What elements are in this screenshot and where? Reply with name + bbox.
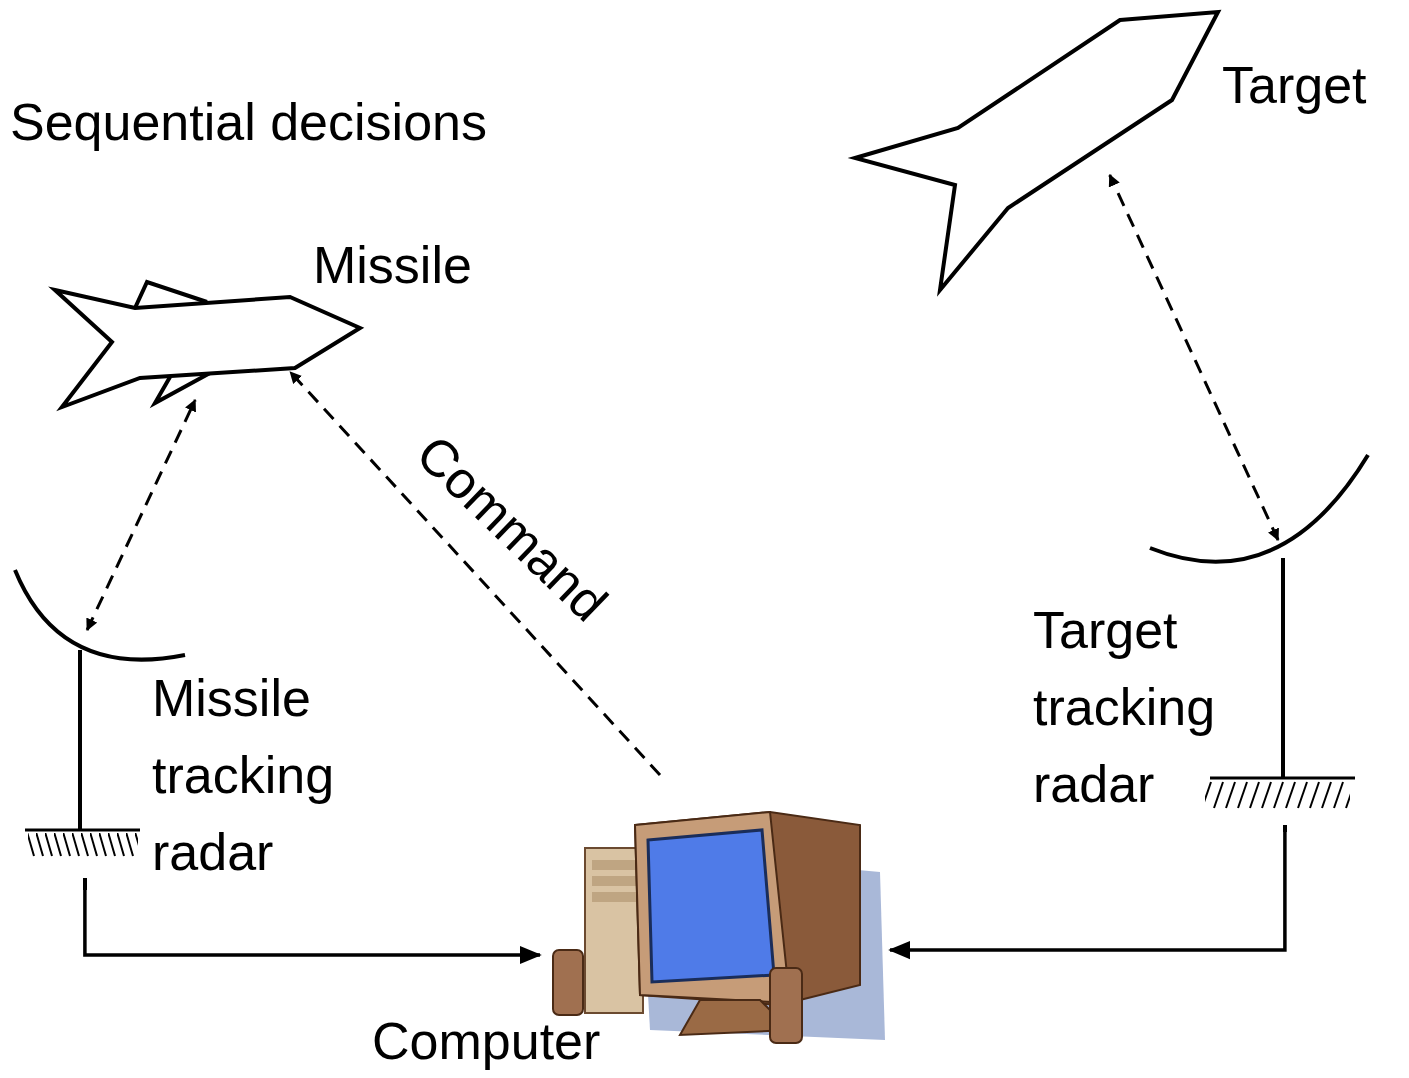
computer-node: Computer xyxy=(540,775,890,1078)
edge-label: Command xyxy=(405,423,619,633)
target-node: Target xyxy=(850,10,1405,175)
radar-station-node: Target tracking radar xyxy=(1025,540,1405,830)
node-label: Missile xyxy=(313,235,472,295)
connector-arrow xyxy=(890,830,1285,950)
radar-station-node: Missile tracking radar xyxy=(10,630,390,890)
computer-icon xyxy=(553,812,885,1043)
target-drawing xyxy=(855,12,1218,290)
node-label: Computer xyxy=(372,1011,600,1071)
missile-node: Missile xyxy=(50,230,520,400)
connector-arrow xyxy=(87,400,195,630)
node-label: Target tracking radar xyxy=(1033,592,1268,823)
connector-arrow xyxy=(85,890,540,955)
missile-drawing xyxy=(55,282,360,407)
target-radar-symbol xyxy=(1150,455,1368,832)
node-label: Target xyxy=(1222,55,1367,115)
connector-arrow xyxy=(1110,175,1278,540)
diagram-title: Sequential decisions xyxy=(10,92,487,152)
connector-arrow xyxy=(290,372,660,775)
node-label: Missile tracking radar xyxy=(152,660,392,891)
